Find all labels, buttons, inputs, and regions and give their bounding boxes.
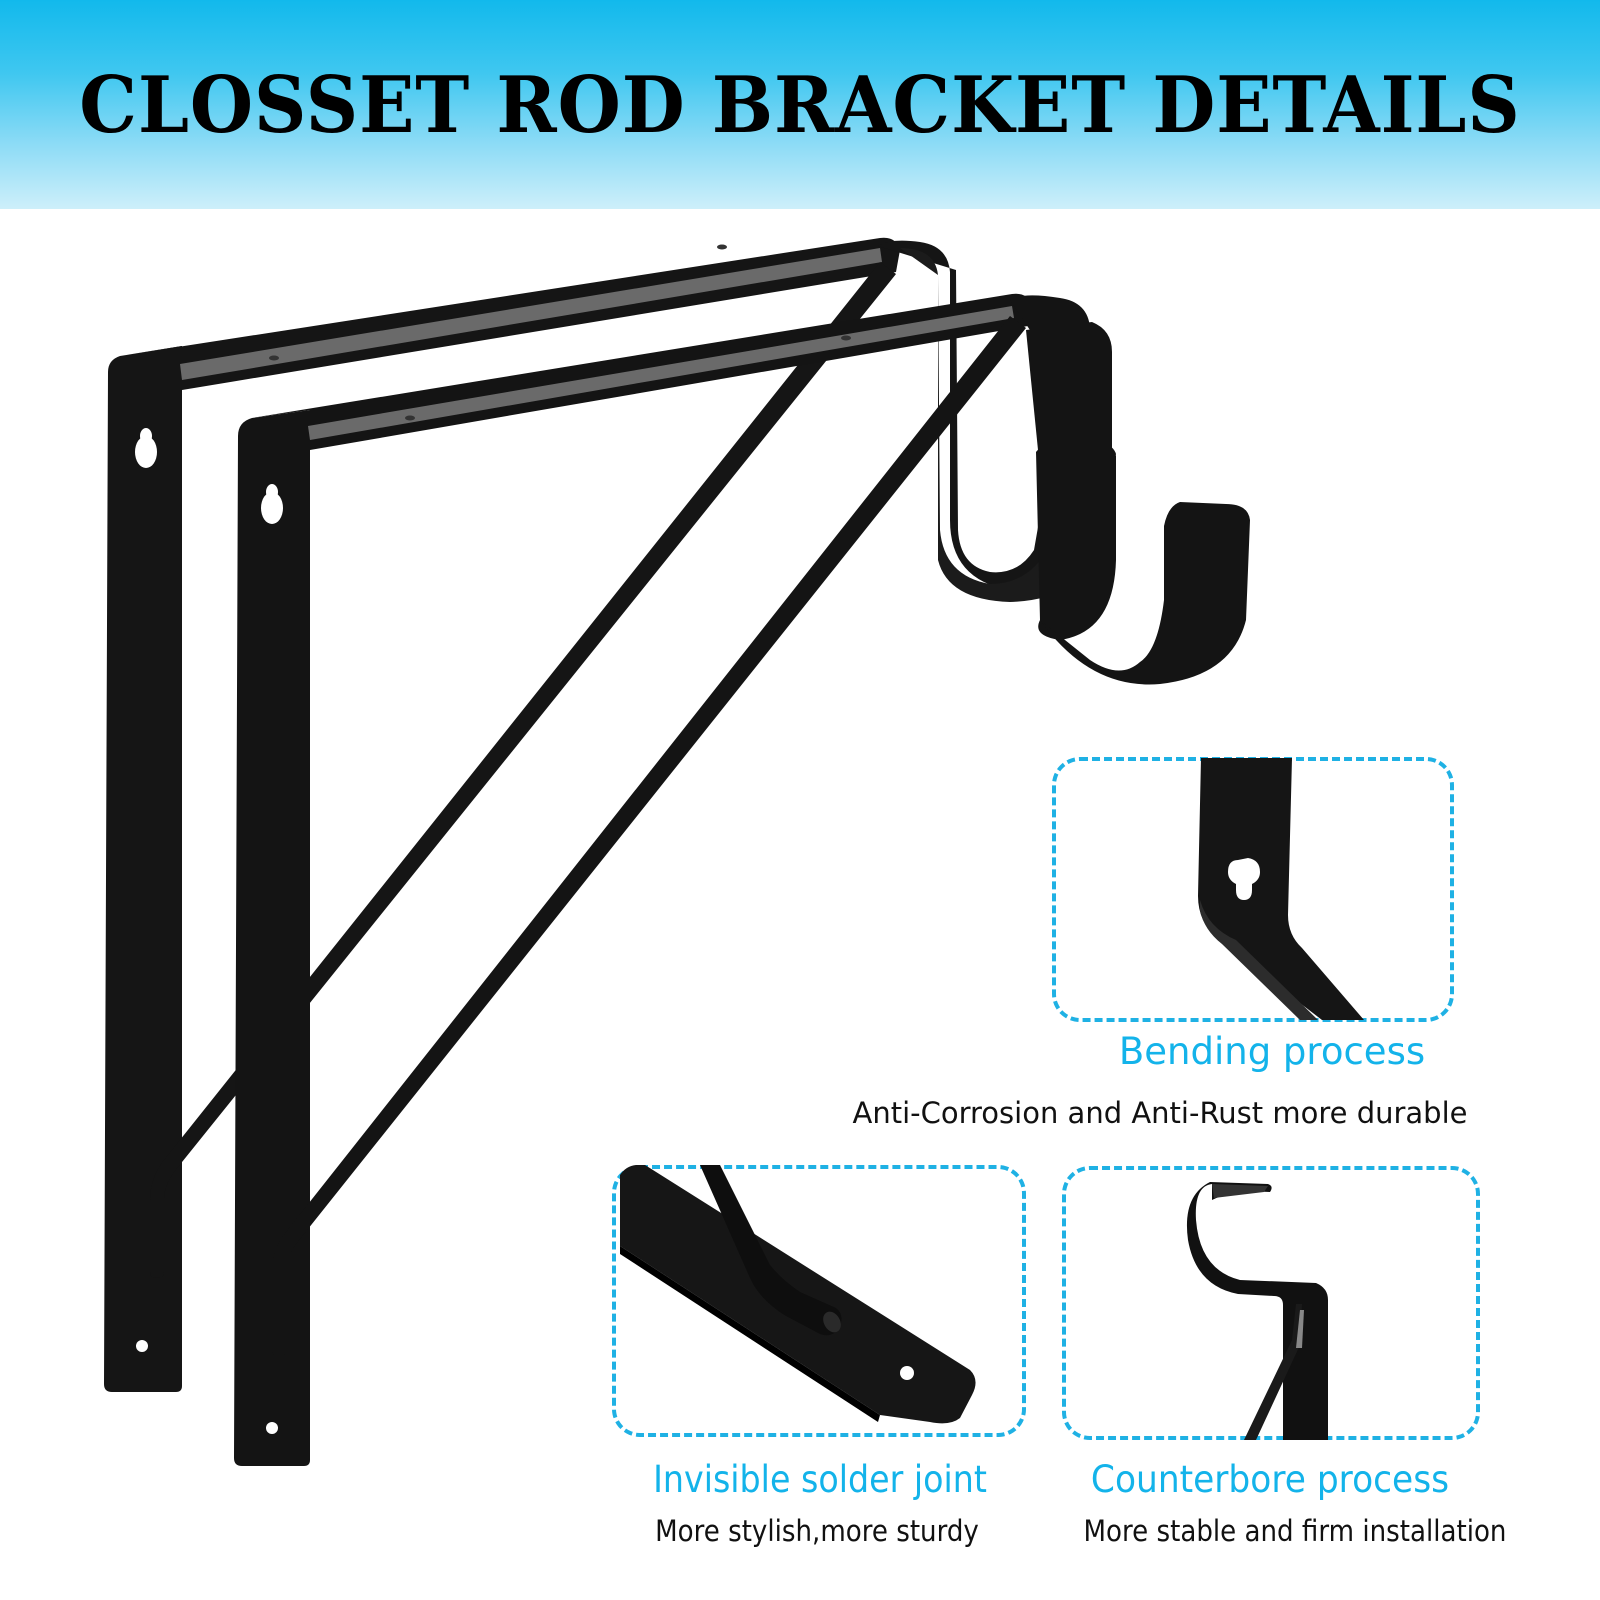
- detail-title-bending: Bending process: [1118, 1030, 1426, 1073]
- detail-subtitle-solder: More stylish,more sturdy: [655, 1514, 979, 1548]
- bracket-front: [234, 293, 1250, 1466]
- detail-box-bending: [1052, 757, 1454, 1022]
- page-title: CLOSSET ROD BRACKET DETAILS: [79, 60, 1521, 151]
- detail-box-counterbore: [1062, 1166, 1480, 1440]
- detail-subtitle-bending: Anti-Corrosion and Anti-Rust more durabl…: [852, 1096, 1468, 1130]
- detail-title-solder: Invisible solder joint: [653, 1458, 987, 1501]
- detail-subtitle-counterbore: More stable and firm installation: [1083, 1514, 1507, 1548]
- detail-title-counterbore: Counterbore process: [1090, 1458, 1450, 1501]
- header-banner: CLOSSET ROD BRACKET DETAILS: [0, 0, 1600, 209]
- detail-box-solder: [612, 1165, 1026, 1437]
